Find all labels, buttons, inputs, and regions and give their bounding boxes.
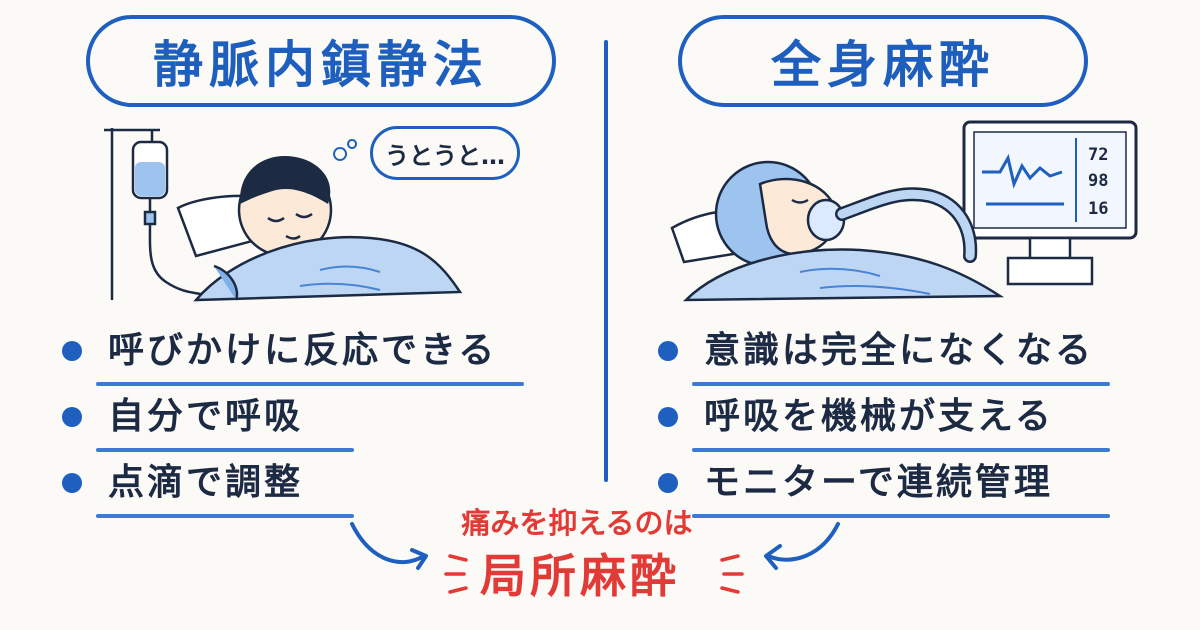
bullet-icon [62,407,82,427]
monitor-value: 98 [1088,171,1108,191]
sleep-bubbles [333,139,358,161]
bullet-icon [658,473,678,493]
local-anesthesia-label: 局所麻酔 [480,549,680,603]
list-item: 呼吸を機械が支える [658,384,1110,452]
vital-monitor-icon [962,120,1138,286]
list-item-text: 点滴で調整 [108,462,304,503]
speech-bubble: うとうと… [370,126,520,180]
bullet-icon [658,341,678,361]
list-item: 呼びかけに反応できる [62,318,524,386]
emphasis-marks [444,554,744,594]
anesthetized-patient-illustration [670,160,1005,302]
patient-hair [239,155,331,204]
arrow-left-icon [350,522,426,565]
arrow-right-icon [766,522,840,562]
list-item: 意識は完全になくなる [658,318,1110,386]
monitor-value: 16 [1088,199,1108,219]
bullet-icon [62,473,82,493]
ventilator-tube [837,189,975,261]
list-item-text: 自分で呼吸 [108,396,304,437]
blanket [682,248,1005,302]
monitor-value: 72 [1088,145,1108,165]
iv-drip-icon [104,128,211,300]
bullet-icon [658,407,678,427]
sleeping-patient-illustration [176,139,463,302]
left-title: 静脈内鎮静法 [86,15,556,107]
right-title: 全身麻酔 [678,15,1088,107]
bullet-icon [62,341,82,361]
left-feature-list: 呼びかけに反応できる 自分で呼吸 点滴で調整 [62,318,524,518]
heartbeat-line [982,153,1063,189]
list-item-text: 呼吸を機械が支える [704,396,1054,437]
right-feature-list: 意識は完全になくなる 呼吸を機械が支える モニターで連続管理 [658,318,1110,518]
list-item: 自分で呼吸 [62,384,524,452]
local-anesthesia-note: 痛みを抑えるのは [461,506,693,540]
list-item: 点滴で調整 [62,450,524,518]
list-item: モニターで連続管理 [658,450,1110,518]
list-item-text: 呼びかけに反応できる [108,330,498,371]
list-item-text: モニターで連続管理 [704,462,1053,503]
list-item-text: 意識は完全になくなる [704,330,1095,371]
